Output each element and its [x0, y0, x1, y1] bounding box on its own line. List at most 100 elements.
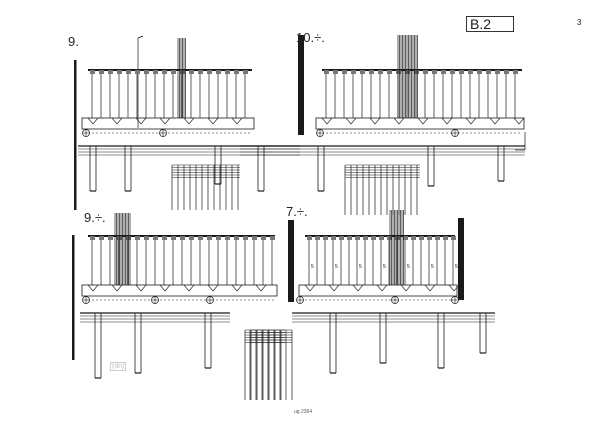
watermark: (dn) — [110, 362, 127, 371]
stem-cap — [126, 70, 131, 74]
stem-cap — [307, 236, 312, 240]
stem-cap — [243, 236, 248, 240]
stem-cap — [477, 70, 482, 74]
stem-cap — [216, 236, 221, 240]
stem-cap — [108, 236, 113, 240]
chevron-mark — [424, 284, 436, 292]
stem-cap — [405, 70, 410, 74]
staff-box — [315, 117, 525, 130]
stem-cap — [443, 236, 448, 240]
chevron-mark — [417, 117, 429, 125]
stem-cap — [379, 236, 384, 240]
stem-cap — [243, 70, 248, 74]
stem-cap — [411, 236, 416, 240]
stem-cap — [451, 236, 456, 240]
stem-cap — [234, 70, 239, 74]
stem-cap — [387, 70, 392, 74]
stem-cap — [153, 236, 158, 240]
dynamic-mark: 5 — [407, 264, 410, 270]
page-number: 3 — [577, 18, 582, 27]
chevron-mark — [393, 117, 405, 125]
chevron-mark — [328, 284, 340, 292]
stem-cap — [333, 70, 338, 74]
stem-cap — [162, 236, 167, 240]
stem-cap — [351, 70, 356, 74]
stem-cap — [144, 236, 149, 240]
stem-cap — [387, 236, 392, 240]
chevron-mark — [207, 117, 219, 125]
stem-cap — [198, 70, 203, 74]
chevron-mark — [135, 117, 147, 125]
stem-cap — [171, 70, 176, 74]
stem-cap — [90, 70, 95, 74]
dynamic-mark: 5 — [455, 264, 458, 270]
stem-cap — [99, 70, 104, 74]
chevron-mark — [441, 117, 453, 125]
staff-box — [81, 117, 255, 130]
chevron-mark — [183, 117, 195, 125]
stem-cap — [207, 70, 212, 74]
stem-cap — [117, 70, 122, 74]
stem-cap — [339, 236, 344, 240]
stem-cap — [495, 70, 500, 74]
chevron-mark — [255, 284, 267, 292]
system-number-1: 9. — [68, 34, 79, 49]
chevron-mark — [448, 284, 460, 292]
stem-cap — [108, 70, 113, 74]
catalog-number: ug 2364 — [294, 409, 313, 415]
stem-cap — [378, 70, 383, 74]
stem-cap — [371, 236, 376, 240]
stem-cap — [270, 236, 275, 240]
chevron-mark — [135, 284, 147, 292]
chevron-mark — [345, 117, 357, 125]
stem-cap — [216, 70, 221, 74]
stem-cap — [432, 70, 437, 74]
stem-cap — [450, 70, 455, 74]
stem-cap — [99, 236, 104, 240]
stem-cap — [323, 236, 328, 240]
stem-cap — [162, 70, 167, 74]
chevron-mark — [465, 117, 477, 125]
thick-bar — [458, 218, 464, 300]
stem-cap — [234, 236, 239, 240]
stem-cap — [459, 70, 464, 74]
dynamic-mark: 5 — [431, 264, 434, 270]
chevron-mark — [304, 284, 316, 292]
stem-cap — [324, 70, 329, 74]
stem-cap — [144, 70, 149, 74]
stem-cap — [225, 70, 230, 74]
chevron-mark — [111, 284, 123, 292]
chevron-mark — [111, 117, 123, 125]
chevron-mark — [159, 284, 171, 292]
system-bracket — [72, 235, 75, 360]
chevron-mark — [159, 117, 171, 125]
stem-cap — [363, 236, 368, 240]
chevron-mark — [400, 284, 412, 292]
stem-cap — [315, 236, 320, 240]
stem-cap — [261, 236, 266, 240]
system-number-4: 7.÷. — [286, 204, 308, 219]
stem-cap — [486, 70, 491, 74]
stem-cap — [369, 70, 374, 74]
chevron-mark — [231, 117, 243, 125]
chevron-mark — [376, 284, 388, 292]
hook — [137, 35, 144, 39]
stem-cap — [342, 70, 347, 74]
stem-cap — [504, 70, 509, 74]
system-number-2: 10.÷. — [296, 30, 325, 45]
stem-cap — [171, 236, 176, 240]
dynamic-mark: 5 — [311, 264, 314, 270]
stem-cap — [135, 236, 140, 240]
chevron-mark — [87, 284, 99, 292]
stem-cap — [513, 70, 518, 74]
chevron-mark — [207, 284, 219, 292]
stem-cap — [435, 236, 440, 240]
chevron-mark — [231, 284, 243, 292]
stem-cap — [180, 236, 185, 240]
stem-cap — [331, 236, 336, 240]
stem-cap — [207, 236, 212, 240]
chevron-mark — [87, 117, 99, 125]
chevron-mark — [369, 117, 381, 125]
dynamic-mark: 5 — [383, 264, 386, 270]
